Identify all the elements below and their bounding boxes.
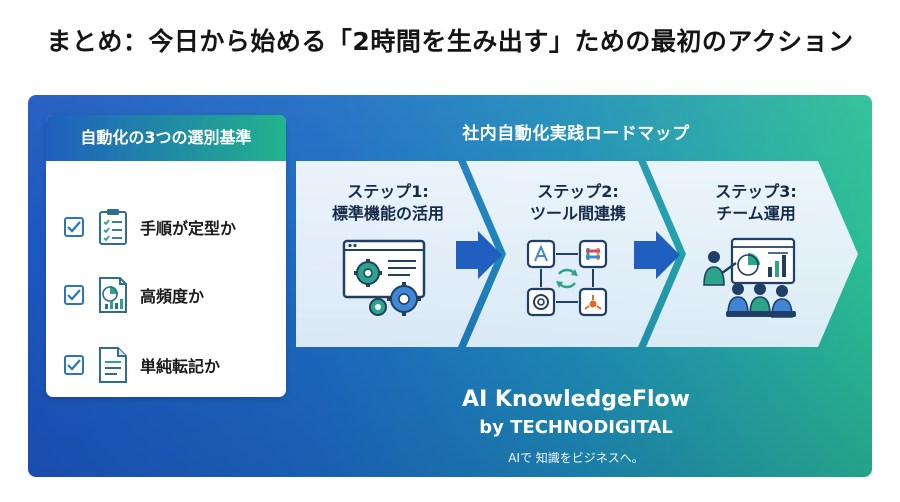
criteria-label: 単純転記か — [140, 357, 221, 376]
criteria-item: 手順が定型か — [64, 207, 236, 247]
check-icon — [64, 355, 84, 375]
brand-tagline: AIで 知識をビジネスへ。 — [508, 451, 644, 465]
step-3-name: チーム運用 — [716, 204, 796, 223]
criteria-item: 高頻度か — [64, 275, 204, 315]
criteria-card: 自動化の3つの選別基準 手順が定型か — [46, 115, 286, 397]
criteria-label: 高頻度か — [140, 287, 205, 306]
step-1-label: ステップ1: 標準機能の活用 — [308, 181, 468, 225]
clipboard-checklist-icon — [99, 209, 127, 245]
check-icon — [64, 285, 84, 305]
arrow-right-icon — [634, 231, 680, 279]
roadmap-title: 社内自動化実践ロードマップ — [462, 124, 690, 144]
criteria-label: 手順が定型か — [140, 219, 237, 238]
step-2-number: ステップ2: — [537, 182, 619, 201]
step-2-name: ツール間連携 — [529, 204, 626, 223]
brand-name: AI KnowledgeFlow — [462, 387, 690, 412]
chart-report-icon — [99, 277, 127, 313]
criteria-heading: 自動化の3つの選別基準 — [46, 115, 286, 161]
arrow-right-icon — [456, 231, 502, 279]
page-title: まとめ：今日から始める「2時間を生み出す」ための最初のアクション — [46, 27, 854, 56]
document-icon — [99, 347, 127, 383]
gears-window-icon — [342, 239, 426, 316]
check-icon — [64, 217, 84, 237]
app-integration-icon — [526, 239, 608, 317]
brand-byline: by TECHNODIGITAL — [479, 417, 673, 438]
step-1-name: 標準機能の活用 — [331, 204, 444, 223]
team-meeting-icon — [703, 237, 796, 318]
summary-panel: 自動化の3つの選別基準 手順が定型か — [28, 95, 872, 477]
step-2-label: ステップ2: ツール間連携 — [498, 181, 658, 225]
step-3-label: ステップ3: チーム運用 — [676, 181, 836, 225]
criteria-item: 単純転記か — [64, 345, 220, 385]
step-3-number: ステップ3: — [715, 182, 797, 201]
step-1-number: ステップ1: — [347, 182, 429, 201]
